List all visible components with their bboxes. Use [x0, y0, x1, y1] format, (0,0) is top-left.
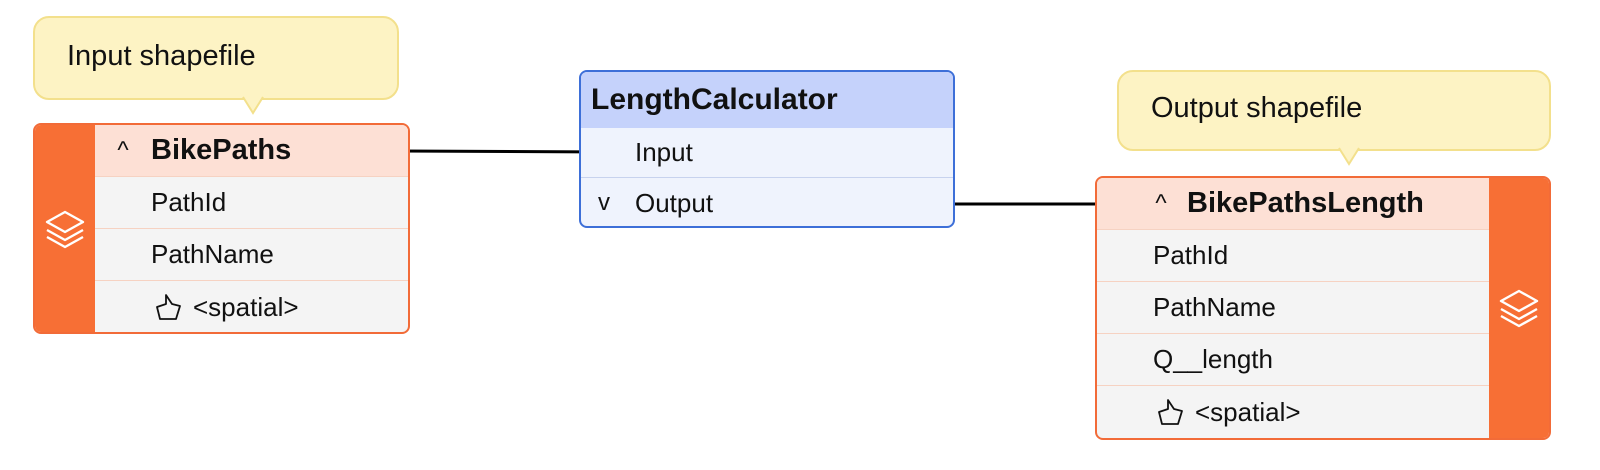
- collapse-caret-icon[interactable]: ^: [117, 136, 129, 164]
- output-port-row[interactable]: v Output: [581, 178, 953, 226]
- spatial-field-label: <spatial>: [1195, 396, 1301, 427]
- layers-icon: [1499, 289, 1539, 328]
- transformer-lengthcalculator[interactable]: LengthCalculator Input v Output: [579, 70, 955, 228]
- input-port-row[interactable]: Input: [581, 128, 953, 178]
- field-name: Q__length: [1153, 344, 1273, 374]
- field-row[interactable]: Q__length: [1097, 334, 1489, 386]
- field-name: PathName: [1153, 292, 1276, 322]
- dataset-bikepaths[interactable]: ^ BikePaths PathId PathName <spatial>: [33, 123, 410, 334]
- field-name: PathId: [1153, 240, 1229, 270]
- dataset-name: BikePaths: [151, 134, 292, 166]
- field-row[interactable]: PathId: [1097, 230, 1489, 282]
- input-callout-text: Input shapefile: [67, 39, 256, 72]
- expand-caret-icon[interactable]: v: [598, 189, 610, 216]
- dataset-name: BikePathsLength: [1187, 187, 1424, 219]
- output-port-label: Output: [635, 187, 714, 218]
- field-row[interactable]: PathId: [95, 177, 408, 229]
- spatial-field-label: <spatial>: [193, 291, 299, 322]
- spatial-field-row[interactable]: <spatial>: [95, 281, 408, 332]
- spatial-field-row[interactable]: <spatial>: [1097, 386, 1489, 438]
- input-port-label: Input: [635, 137, 693, 167]
- collapse-caret-icon[interactable]: ^: [1155, 189, 1167, 217]
- dataset-header[interactable]: ^ BikePathsLength: [1097, 178, 1489, 230]
- field-row[interactable]: PathName: [95, 229, 408, 281]
- dataset-type-strip: [1489, 178, 1549, 438]
- callout-tail: [242, 96, 264, 115]
- output-callout-text: Output shapefile: [1151, 92, 1363, 124]
- layers-icon: [45, 210, 85, 248]
- dataset-header[interactable]: ^ BikePaths: [95, 125, 408, 177]
- dataset-type-strip: [35, 125, 95, 332]
- geometry-icon: [1158, 399, 1183, 425]
- output-callout: Output shapefile: [1117, 70, 1551, 166]
- geometry-icon: [156, 294, 181, 320]
- field-row[interactable]: PathName: [1097, 282, 1489, 334]
- transformer-name: LengthCalculator: [591, 83, 838, 116]
- field-name: PathId: [151, 187, 227, 217]
- input-callout: Input shapefile: [33, 16, 399, 115]
- field-name: PathName: [151, 239, 274, 269]
- callout-tail: [1338, 147, 1360, 166]
- transformer-header[interactable]: LengthCalculator: [581, 72, 953, 128]
- dataset-bikepathslength[interactable]: ^ BikePathsLength PathId PathName Q__len…: [1095, 176, 1551, 440]
